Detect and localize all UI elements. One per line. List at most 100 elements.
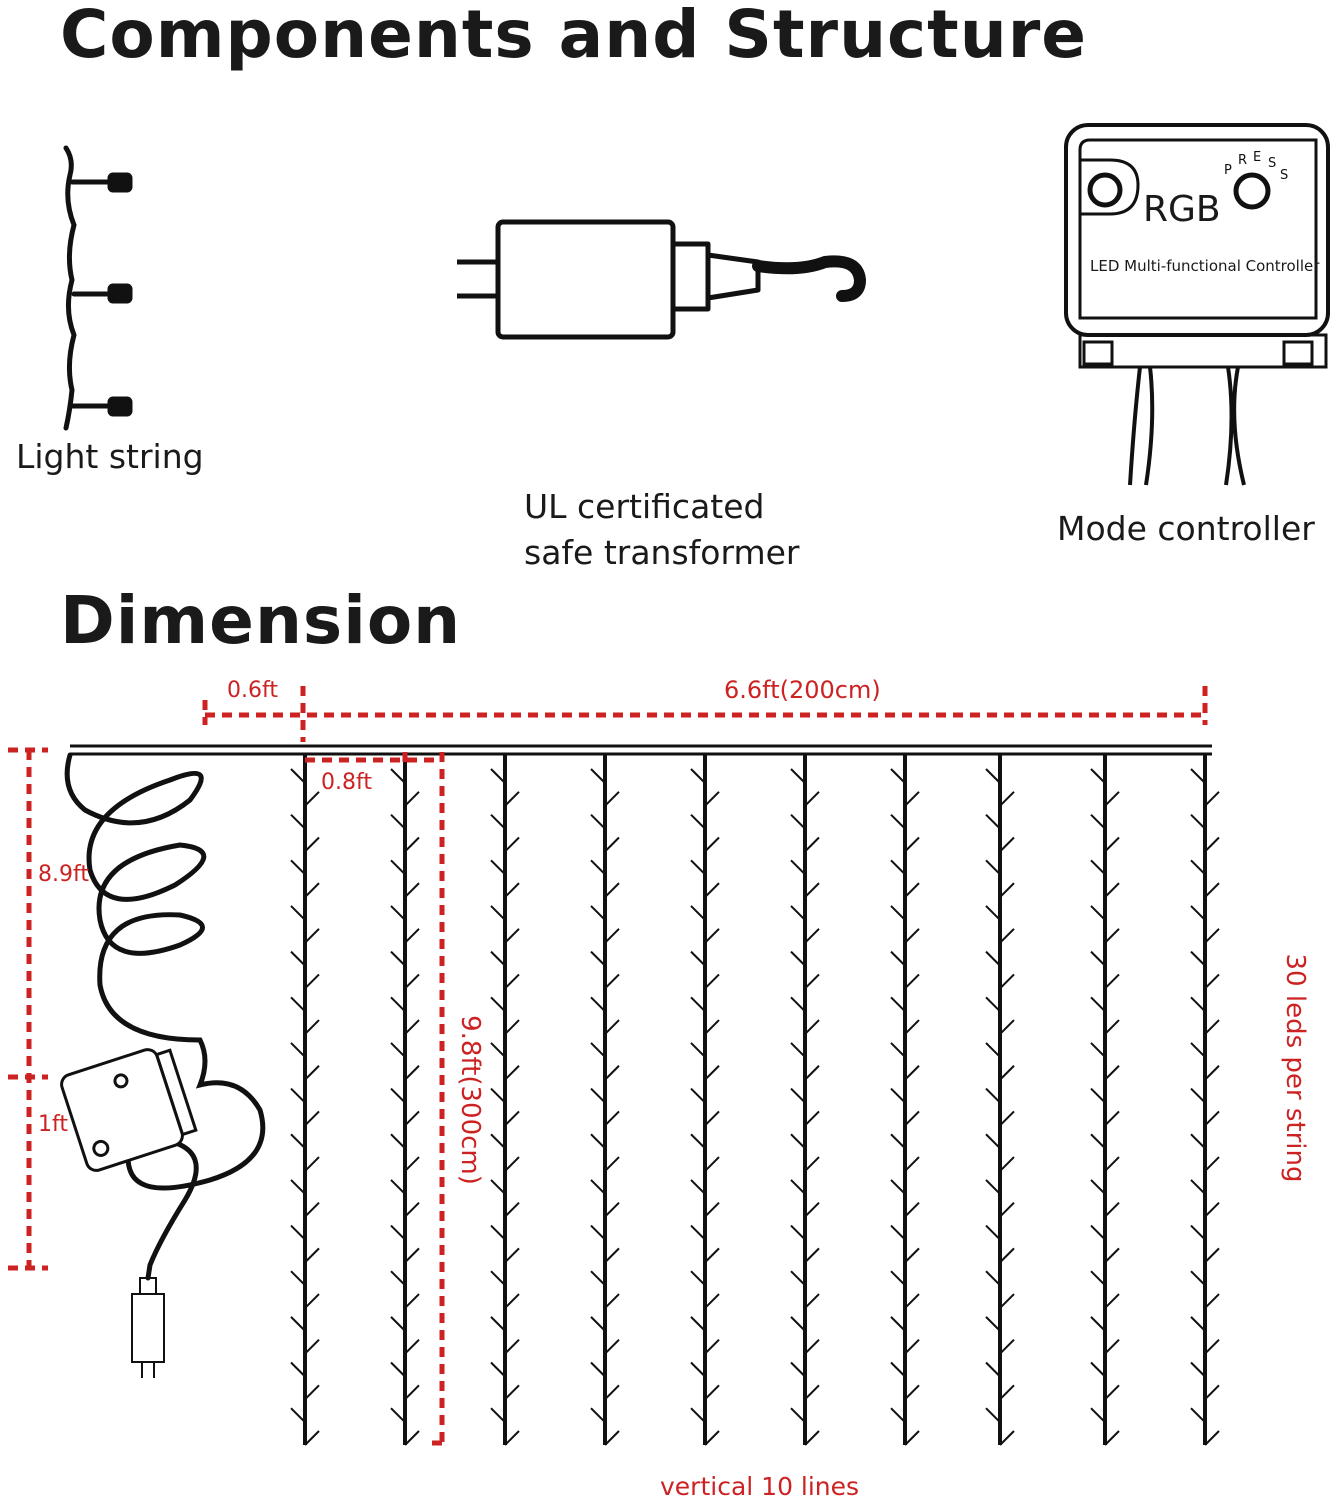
- press-letter: E: [1253, 150, 1262, 165]
- led-bulb: [999, 1384, 1015, 1401]
- led-bulb: [904, 973, 920, 990]
- led-bulb: [304, 1202, 320, 1218]
- led-bulb: [1190, 859, 1206, 876]
- led-bulb: [604, 1384, 620, 1401]
- led-bulb: [590, 1407, 606, 1423]
- led-bulb: [604, 882, 620, 898]
- led-bulb: [1204, 1384, 1220, 1401]
- led-bulb: [890, 1316, 906, 1332]
- led-bulb: [604, 836, 620, 853]
- led-bulb: [504, 882, 520, 898]
- transformer-icon: [457, 219, 866, 340]
- led-bulb: [690, 859, 706, 876]
- total-width-label: 6.6ft(200cm): [724, 676, 881, 704]
- led-bulb: [985, 1224, 1001, 1241]
- led-bulb: [790, 1179, 806, 1195]
- led-bulb: [1204, 1065, 1220, 1081]
- led-bulb: [999, 1338, 1015, 1355]
- led-bulb: [390, 1179, 406, 1195]
- led-bulb: [999, 1247, 1015, 1264]
- led-bulb: [985, 996, 1001, 1012]
- led-bulb: [390, 1407, 406, 1423]
- led-bulb: [504, 1247, 520, 1264]
- led-bulb: [1190, 813, 1206, 830]
- led-bulb: [604, 973, 620, 990]
- led-bulb: [890, 905, 906, 921]
- led-bulb: [290, 996, 306, 1012]
- led-bulb: [704, 836, 720, 853]
- led-bulb: [704, 1430, 720, 1446]
- led-bulb: [390, 813, 406, 830]
- led-bulb: [890, 859, 906, 876]
- led-bulb: [1190, 1179, 1206, 1195]
- light-string-icon: [63, 145, 133, 431]
- led-bulb: [890, 768, 906, 784]
- led-bulb: [1090, 1361, 1106, 1378]
- led-bulb: [1104, 1019, 1120, 1035]
- led-bulb: [490, 859, 506, 876]
- led-bulb: [590, 1361, 606, 1378]
- led-bulb: [604, 1338, 620, 1355]
- led-bulb: [1190, 768, 1206, 784]
- led-bulb: [1090, 1316, 1106, 1332]
- led-bulb: [704, 882, 720, 898]
- led-bulb: [904, 836, 920, 853]
- led-bulb: [290, 768, 306, 784]
- led-bulb: [390, 1316, 406, 1332]
- led-bulb: [904, 791, 920, 807]
- led-bulb: [804, 1247, 820, 1264]
- led-bulb: [1204, 1247, 1220, 1264]
- led-bulb: [985, 1087, 1001, 1104]
- led-bulb: [890, 1270, 906, 1286]
- led-bulb: [704, 791, 720, 807]
- led-bulb: [504, 928, 520, 944]
- led-bulb: [604, 1156, 620, 1172]
- led-bulb: [590, 1133, 606, 1149]
- led-bulb: [804, 882, 820, 898]
- led-bulb: [1104, 882, 1120, 898]
- lead-cable: [64, 752, 266, 1281]
- led-bulb: [1090, 996, 1106, 1012]
- led-bulb: [290, 905, 306, 921]
- led-bulb: [1104, 1293, 1120, 1309]
- led-bulb: [804, 1384, 820, 1401]
- led-bulb: [590, 950, 606, 967]
- led-bulb: [404, 928, 420, 944]
- led-bulb: [304, 882, 320, 898]
- led-bulb: [1204, 973, 1220, 990]
- led-bulb: [985, 1042, 1001, 1058]
- led-bulb: [999, 1202, 1015, 1218]
- led-bulb: [290, 950, 306, 967]
- led-bulb: [804, 1019, 820, 1035]
- led-bulb: [1204, 928, 1220, 944]
- led-bulb: [1104, 1384, 1120, 1401]
- led-bulb: [1104, 1430, 1120, 1446]
- top-bar: [70, 744, 1212, 756]
- led-bulb: [490, 1087, 506, 1104]
- led-bulb: [290, 1133, 306, 1149]
- led-bulb: [904, 1247, 920, 1264]
- led-bulb: [1104, 1110, 1120, 1127]
- led-bulb: [604, 1065, 620, 1081]
- led-bulb: [304, 928, 320, 944]
- led-bulb: [890, 1407, 906, 1423]
- led-bulb: [1204, 1293, 1220, 1309]
- led-bulb: [999, 1019, 1015, 1035]
- led-bulb: [1104, 928, 1120, 944]
- led-bulb: [904, 1293, 920, 1309]
- led-bulb: [704, 1065, 720, 1081]
- line-spacing-label: 0.8ft: [321, 770, 372, 795]
- led-bulb: [790, 1270, 806, 1286]
- led-bulb: [904, 1019, 920, 1035]
- led-bulb: [304, 973, 320, 990]
- led-bulb: [890, 1224, 906, 1241]
- led-bulb: [790, 1224, 806, 1241]
- led-bulb: [804, 1065, 820, 1081]
- led-bulb: [1190, 1316, 1206, 1332]
- led-bulb: [690, 950, 706, 967]
- led-bulb: [404, 836, 420, 853]
- led-bulb: [404, 1019, 420, 1035]
- led-bulb: [1190, 1133, 1206, 1149]
- led-bulb: [804, 928, 820, 944]
